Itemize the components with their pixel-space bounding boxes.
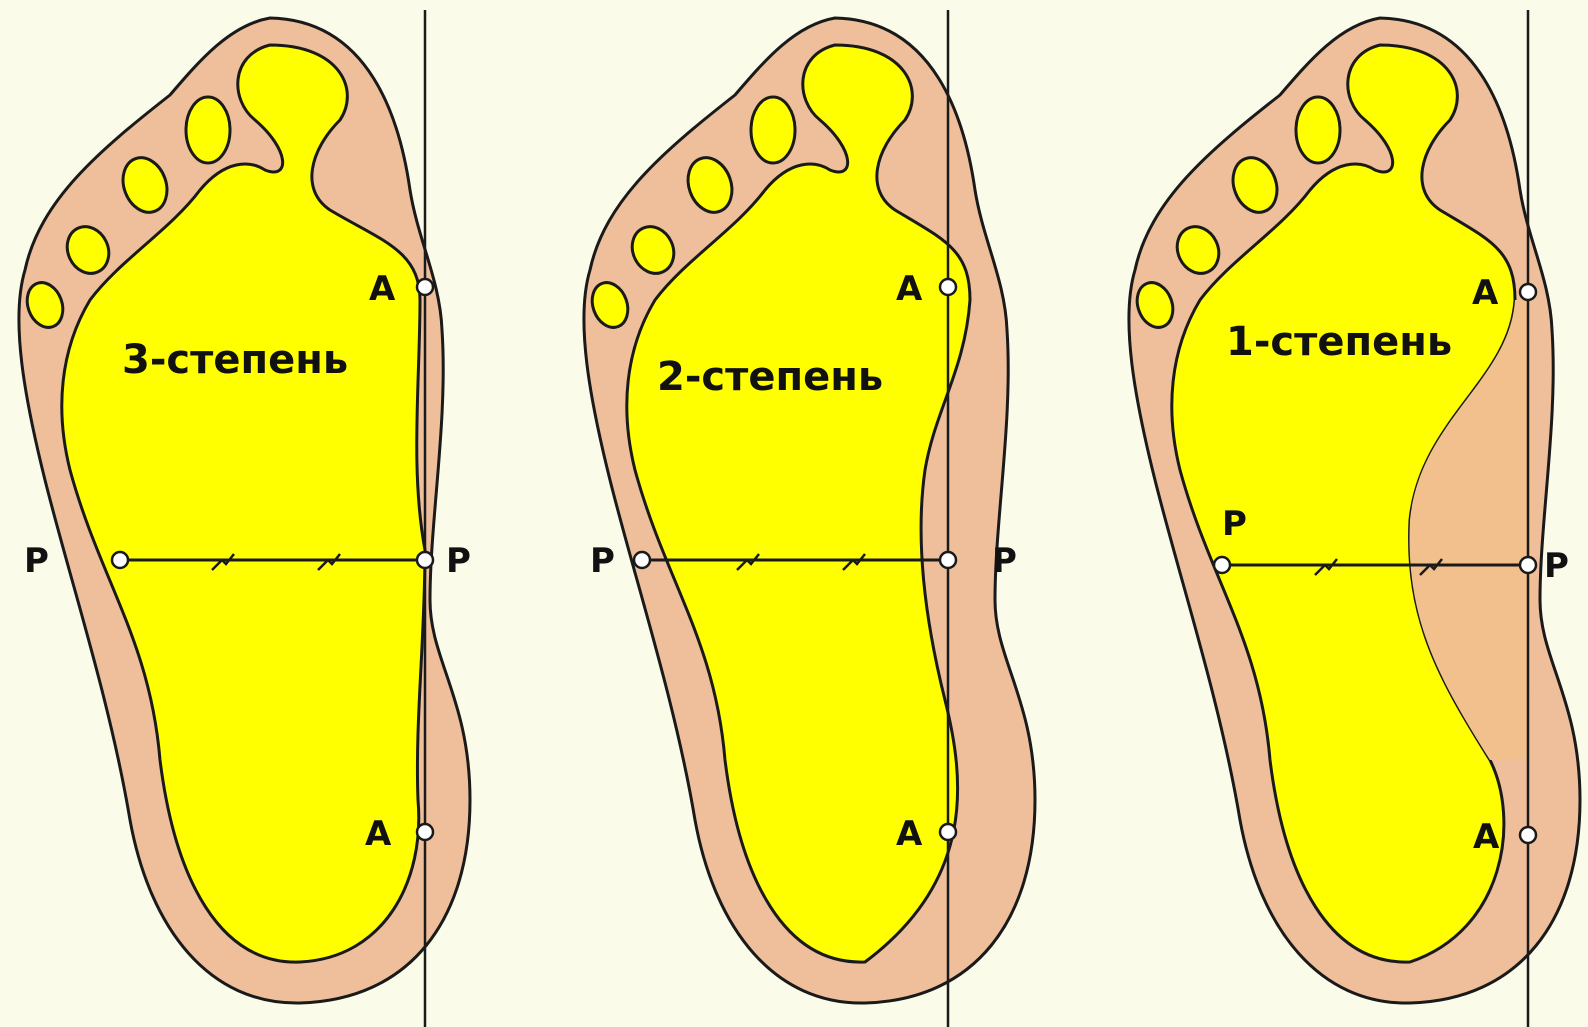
point-a-top-marker [1520, 284, 1536, 300]
point-a-bottom-marker [1520, 827, 1536, 843]
point-a-top-marker [940, 279, 956, 295]
label-p-right: P [992, 541, 1017, 581]
panel-degree-2: 2-степень A A P P [584, 10, 1035, 1027]
label-a-top: A [369, 269, 396, 309]
point-p-left-marker [112, 552, 128, 568]
point-p-right-marker [1520, 557, 1536, 573]
point-a-top-marker [417, 279, 433, 295]
label-a-top: A [1472, 273, 1499, 313]
point-a-bottom-marker [940, 824, 956, 840]
label-a-bottom: A [365, 814, 392, 854]
label-p-left: P [1222, 504, 1247, 544]
panel-title: 2-степень [657, 354, 883, 400]
point-p-right-marker [417, 552, 433, 568]
label-p-left: P [590, 541, 615, 581]
panel-degree-3: 3-степень A A P P [19, 10, 471, 1027]
label-p-left: P [24, 541, 49, 581]
label-a-bottom: A [896, 814, 923, 854]
panel-title: 3-степень [122, 337, 348, 383]
label-p-right: P [446, 541, 471, 581]
point-p-left-marker [634, 552, 650, 568]
label-a-bottom: A [1473, 817, 1500, 857]
panel-degree-1: 1-степень A A P P [1129, 10, 1580, 1027]
point-p-left-marker [1214, 557, 1230, 573]
label-p-right: P [1544, 546, 1569, 586]
point-a-bottom-marker [417, 824, 433, 840]
label-a-top: A [896, 269, 923, 309]
panel-title: 1-степень [1226, 319, 1452, 365]
point-p-right-marker [940, 552, 956, 568]
